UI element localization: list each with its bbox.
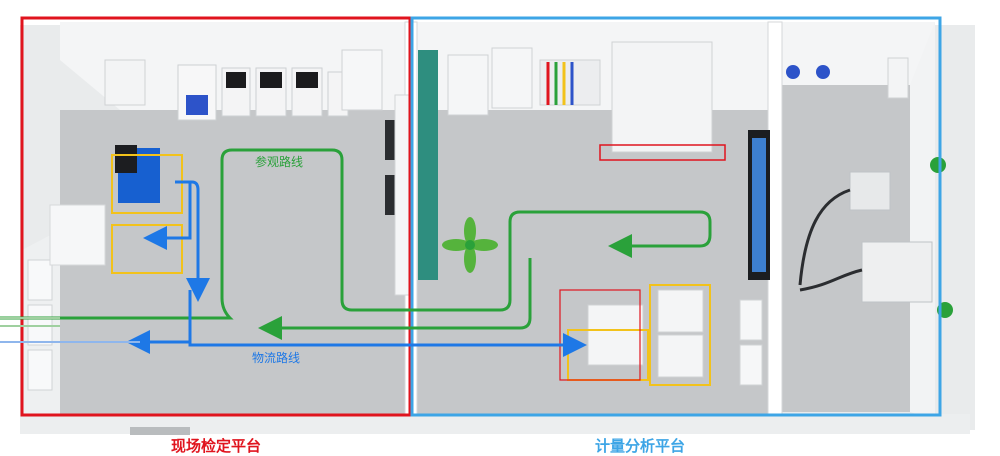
logistics-route <box>0 180 587 357</box>
right-back-wall <box>780 22 935 85</box>
heater-unit <box>849 171 891 211</box>
rack-cabinet <box>341 49 383 111</box>
partition-wall-2 <box>767 21 783 415</box>
large-test-chamber <box>611 41 713 153</box>
door-frame <box>49 204 106 266</box>
meter-test-unit-1 <box>587 304 644 366</box>
logistics-route-label: 物流路线 <box>252 350 300 365</box>
center-equipment <box>418 41 770 386</box>
left-zone-label: 现场检定平台 <box>171 437 261 455</box>
visit-route-label: 参观路线 <box>255 154 303 169</box>
device-blue-panel <box>186 95 208 115</box>
power-cabinet <box>861 241 933 303</box>
fan-icon <box>442 217 498 273</box>
right-zone-label: 计量分析平台 <box>595 437 685 455</box>
front-wall-edge <box>20 414 970 434</box>
left-equipment <box>104 49 414 296</box>
cabinet-a <box>447 54 489 116</box>
cabinet-unit <box>104 59 146 106</box>
right-outer-wall <box>910 22 935 420</box>
wall-rack <box>539 59 601 106</box>
cabinet-b <box>491 47 533 109</box>
teal-wall-panel <box>418 50 438 280</box>
left-zone-outline <box>20 16 412 417</box>
right-equipment <box>786 57 953 318</box>
right-zone-outline <box>410 16 942 417</box>
right-floor <box>780 85 910 412</box>
front-vent <box>130 427 190 435</box>
visit-route <box>0 148 712 340</box>
